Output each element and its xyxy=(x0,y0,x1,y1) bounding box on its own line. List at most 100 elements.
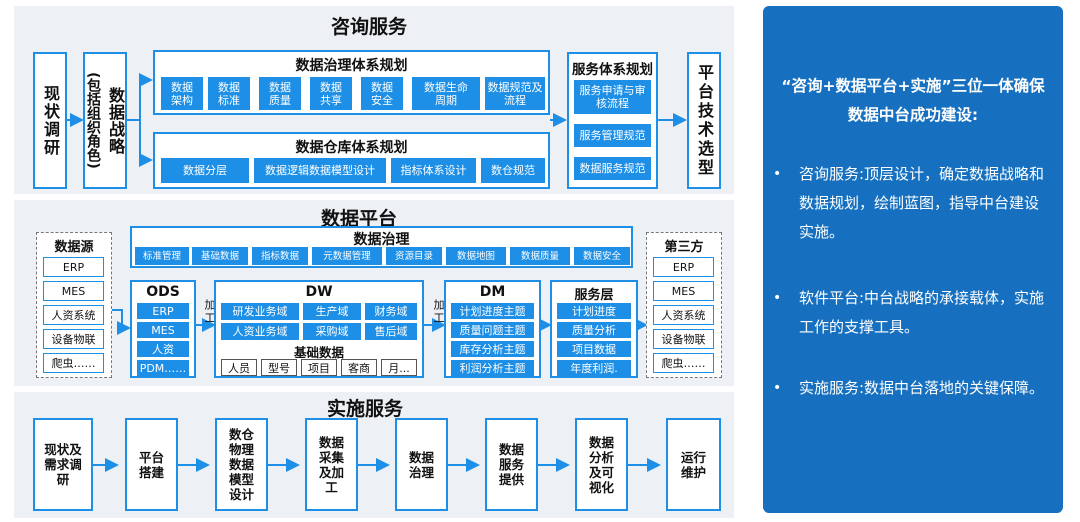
dw-base-item: 项目 xyxy=(301,359,337,376)
data-source-item: MES xyxy=(43,281,104,301)
third-party-title: 第三方 xyxy=(664,240,704,255)
governance-plan-item: 数据质量 xyxy=(259,77,301,110)
consulting-title: 咨询服务 xyxy=(330,16,407,38)
process-label-1: 加工 xyxy=(203,299,216,325)
implementation-title: 实施服务 xyxy=(326,398,403,420)
data-source-item: 爬虫…… xyxy=(43,353,104,373)
implementation-step: 平台搭建 xyxy=(125,418,178,511)
service-plan-frame: 服务体系规划 服务申请与审核流程 服务管理规范 数据服务规范 xyxy=(567,52,658,189)
data-sources-title: 数据源 xyxy=(54,240,94,255)
governance-item: 资源目录 xyxy=(386,247,442,265)
dm-frame: DM 计划进度主题 质量问题主题 库存分析主题 利润分析主题 xyxy=(444,280,541,378)
service-plan-title: 服务体系规划 xyxy=(572,62,653,78)
platform-title: 数据平台 xyxy=(320,208,397,230)
governance-plan-item: 数据安全 xyxy=(361,77,403,110)
implementation-step: 数据治理 xyxy=(395,418,448,511)
governance-item: 数据质量 xyxy=(510,247,570,265)
warehouse-plan-item: 数据逻辑数据模型设计 xyxy=(254,158,386,183)
summary-bullet: • 咨询服务:顶层设计，确定数据战略和数据规划，绘制蓝图，指导中台建设实施。 xyxy=(773,160,1049,247)
warehouse-plan-item: 数据分层 xyxy=(161,158,249,183)
governance-item: 标准管理 xyxy=(135,247,189,265)
dw-base-item: 型号 xyxy=(261,359,297,376)
dw-base-item: 客商 xyxy=(341,359,377,376)
ods-item: MES xyxy=(137,322,189,338)
tech-selection-box: 平台技术选型 xyxy=(687,52,721,189)
dm-item: 利润分析主题 xyxy=(451,360,534,376)
data-sources-group: 数据源 ERP MES 人资系统 设备物联 爬虫…… xyxy=(36,232,112,378)
governance-item: 数据地图 xyxy=(446,247,506,265)
dm-item: 库存分析主题 xyxy=(451,341,534,357)
ods-title: ODS xyxy=(146,284,180,300)
summary-bullet: • 软件平台:中台战略的承接载体，实施工作的支撑工具。 xyxy=(773,284,1049,342)
bullet-dot: • xyxy=(773,380,782,396)
governance-plan-item: 数据标准 xyxy=(208,77,250,110)
warehouse-plan-title: 数据仓库体系规划 xyxy=(295,140,408,156)
dw-item: 生产域 xyxy=(303,303,361,320)
dm-title: DM xyxy=(479,284,506,300)
dw-base-item: 人员 xyxy=(221,359,257,376)
implementation-step: 数据采集及加工 xyxy=(305,418,358,511)
strategy-box: 数据战略 (包括组织角色) xyxy=(83,52,127,189)
warehouse-plan-item: 数仓规范 xyxy=(481,158,545,183)
process-label-2: 加工 xyxy=(432,299,445,325)
status-quo-box: 现状调研 xyxy=(33,52,67,189)
dw-base-title: 基础数据 xyxy=(293,345,344,360)
governance-plan-item: 数据规范及流程 xyxy=(485,77,545,110)
service-layer-item: 计划进度 xyxy=(557,303,631,319)
third-party-item: 设备物联 xyxy=(653,329,714,349)
bullet-text: 咨询服务:顶层设计，确定数据战略和数据规划，绘制蓝图，指导中台建设实施。 xyxy=(799,165,1045,241)
dw-item: 采购域 xyxy=(303,323,361,340)
summary-panel: “咨询+数据平台+实施”三位一体确保数据中台成功建设: • 咨询服务:顶层设计，… xyxy=(763,6,1063,513)
governance-plan-title: 数据治理体系规划 xyxy=(295,58,408,74)
dw-item: 财务域 xyxy=(365,303,417,320)
warehouse-plan-item: 指标体系设计 xyxy=(391,158,476,183)
service-plan-item: 服务申请与审核流程 xyxy=(574,80,651,114)
dw-item: 人资业务域 xyxy=(221,323,299,340)
implementation-step: 数据分析及可视化 xyxy=(575,418,628,511)
dw-title: DW xyxy=(305,284,333,300)
data-governance-title: 数据治理 xyxy=(353,232,410,248)
data-governance-frame: 数据治理 标准管理 基础数据 指标数据 元数据管理 资源目录 数据地图 数据质量… xyxy=(130,226,633,268)
ods-item: 人资 xyxy=(137,341,189,357)
dm-item: 计划进度主题 xyxy=(451,303,534,319)
service-layer-item: 项目数据 xyxy=(557,341,631,357)
implementation-step: 数仓物理数据模型设计 xyxy=(215,418,268,511)
service-layer-item: 年度利润. xyxy=(557,360,631,376)
strategy-sub-label: (包括组织角色) xyxy=(85,72,101,169)
governance-item: 基础数据 xyxy=(192,247,248,265)
third-party-item: ERP xyxy=(653,257,714,277)
dw-item: 研发业务域 xyxy=(221,303,299,320)
governance-plan-item: 数据生命周期 xyxy=(412,77,480,110)
service-layer-frame: 服务层 计划进度 质量分析 项目数据 年度利润. xyxy=(550,280,638,378)
dm-item: 质量问题主题 xyxy=(451,322,534,338)
dw-item: 售后域 xyxy=(365,323,417,340)
bullet-dot: • xyxy=(773,290,782,306)
third-party-item: 爬虫…… xyxy=(653,353,714,373)
ods-frame: ODS ERP MES 人资 PDM…… xyxy=(130,280,196,378)
service-plan-item: 数据服务规范 xyxy=(574,157,651,180)
implementation-step: 数据服务提供 xyxy=(485,418,538,511)
ods-item: PDM…… xyxy=(137,360,189,376)
implementation-step: 运行维护 xyxy=(666,418,721,511)
dw-base-item: 月... xyxy=(381,359,417,376)
bullet-dot: • xyxy=(773,166,782,182)
data-source-item: 人资系统 xyxy=(43,305,104,325)
service-layer-item: 质量分析 xyxy=(557,322,631,338)
implementation-step: 现状及需求调研 xyxy=(33,418,93,511)
warehouse-plan-frame: 数据仓库体系规划 数据分层 数据逻辑数据模型设计 指标体系设计 数仓规范 xyxy=(153,132,550,189)
ods-item: ERP xyxy=(137,303,189,319)
governance-item: 数据安全 xyxy=(574,247,630,265)
summary-bullet: • 实施服务:数据中台落地的关键保障。 xyxy=(773,374,1049,403)
bullet-text: 实施服务:数据中台落地的关键保障。 xyxy=(799,379,1045,397)
summary-title: “咨询+数据平台+实施”三位一体确保数据中台成功建设: xyxy=(781,77,1045,124)
governance-plan-item: 数据架构 xyxy=(161,77,203,110)
third-party-group: 第三方 ERP MES 人资系统 设备物联 爬虫…… xyxy=(646,232,722,378)
bullet-text: 软件平台:中台战略的承接载体，实施工作的支撑工具。 xyxy=(799,289,1045,336)
service-layer-title: 服务层 xyxy=(574,288,614,303)
dw-frame: DW 研发业务域 生产域 财务域 人资业务域 采购域 售后域 基础数据 人员 型… xyxy=(214,280,424,378)
strategy-label: 数据战略 xyxy=(106,86,125,155)
third-party-item: 人资系统 xyxy=(653,305,714,325)
data-source-item: 设备物联 xyxy=(43,329,104,349)
service-plan-item: 服务管理规范 xyxy=(574,124,651,147)
data-source-item: ERP xyxy=(43,257,104,277)
